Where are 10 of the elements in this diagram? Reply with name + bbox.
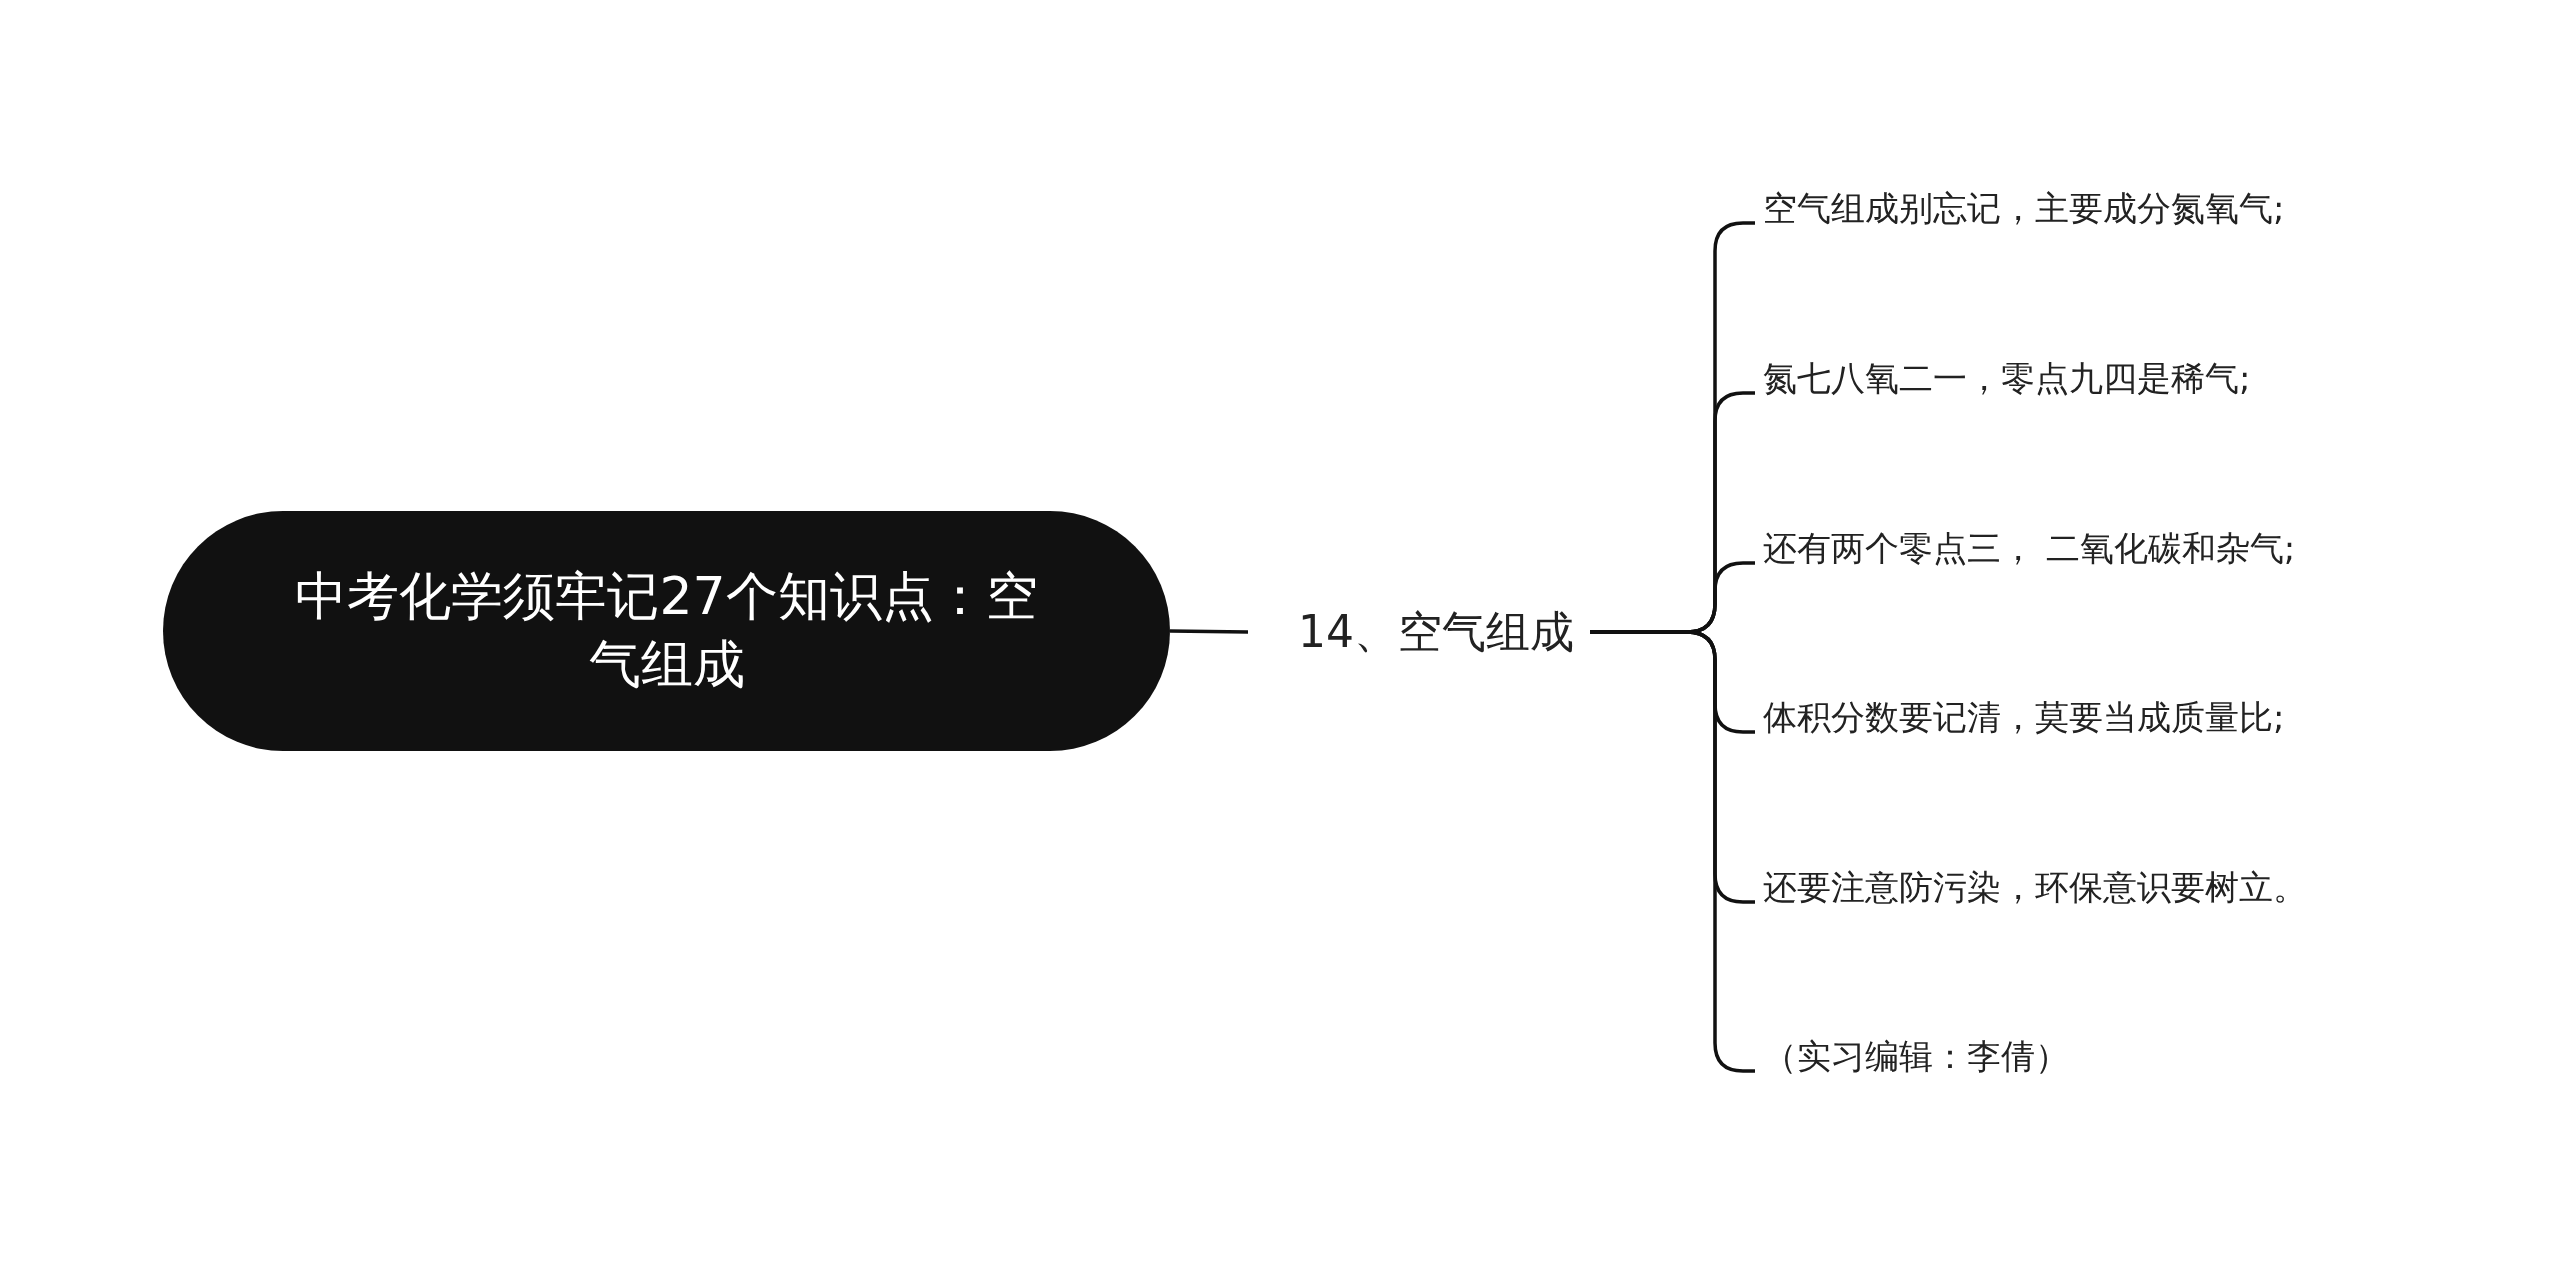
branch-text: 体积分数要记清，莫要当成质量比; [1763,695,2285,741]
branch-text: 氮七八氧二一，零点九四是稀气; [1763,356,2251,402]
branch-text: 还要注意防污染，环保意识要树立。 [1763,865,2307,911]
topic-text: 14、空气组成 [1298,602,1574,662]
branch-text: （实习编辑：李倩） [1763,1034,2069,1080]
branch-text: 还有两个零点三， 二氧化碳和杂气; [1763,526,2296,572]
branch-text: 空气组成别忘记，主要成分氮氧气; [1763,186,2285,232]
connector-line [1169,629,1249,634]
connector-line [1590,630,1755,1073]
root-topic-pill: 中考化学须牢记27个知识点：空气组成 [163,511,1170,751]
